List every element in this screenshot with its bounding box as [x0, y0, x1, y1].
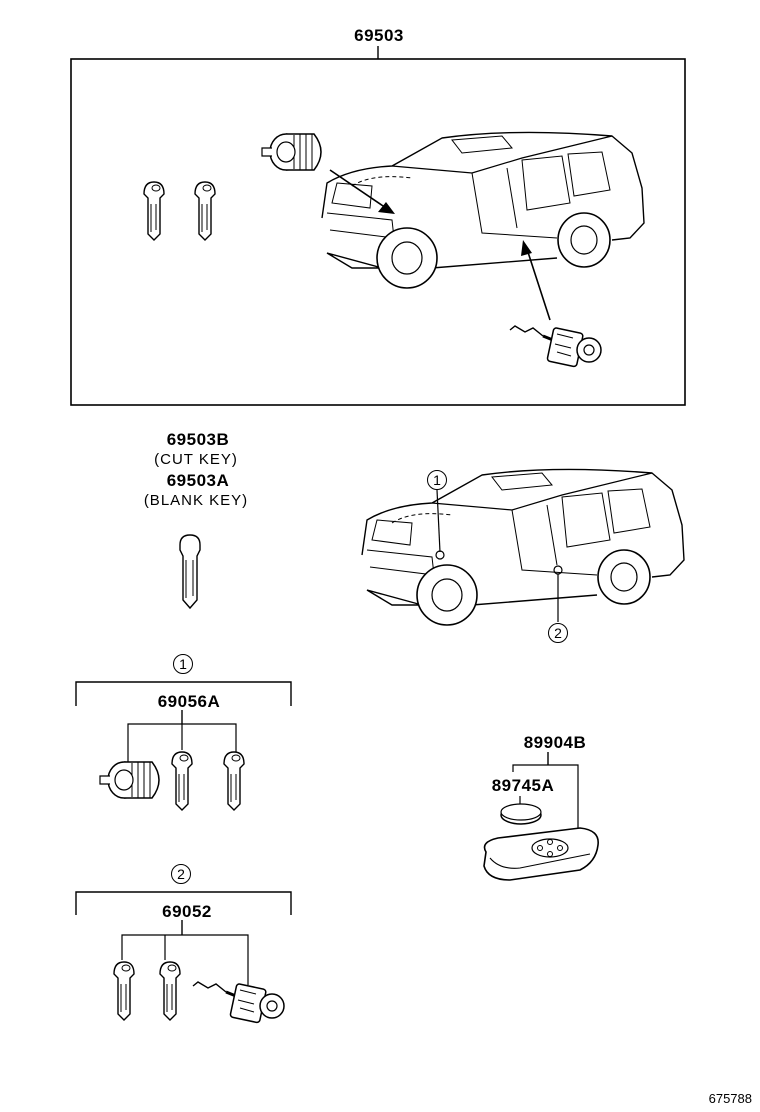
ignition-cylinder-icon: [191, 980, 286, 1025]
key-icon: [194, 181, 216, 241]
lock-cylinder-icon: [261, 133, 322, 171]
key-icon: [113, 961, 135, 1021]
part-number-89904B: 89904B: [523, 733, 587, 752]
battery-icon: [500, 803, 542, 825]
part-number-69056A: 69056A: [157, 692, 221, 711]
callout-2: 2: [548, 623, 568, 643]
suv-illustration: [321, 131, 645, 289]
smart-key-fob-icon: [483, 827, 599, 881]
part-number-69052: 69052: [162, 902, 212, 921]
suv-illustration: [361, 468, 685, 626]
callout-1: 1: [427, 470, 447, 490]
callout-2: 2: [171, 864, 191, 884]
arrow-icon: [521, 240, 551, 321]
key-icon: [159, 961, 181, 1021]
arrow-icon: [329, 169, 395, 214]
key-icon: [223, 751, 245, 811]
assembly-box: [70, 58, 686, 406]
key-icon: [171, 751, 193, 811]
blank-key-note: (BLANK KEY): [143, 492, 249, 509]
part-number-69503B: 69503B: [166, 430, 230, 449]
key-icon: [179, 534, 201, 610]
ignition-cylinder-icon: [508, 324, 603, 369]
part-number-69503: 69503: [354, 26, 404, 45]
part-number-69503A: 69503A: [166, 471, 230, 490]
lock-cylinder-icon: [99, 761, 160, 799]
callout-1: 1: [173, 654, 193, 674]
part-number-89745A: 89745A: [491, 776, 555, 795]
key-icon: [143, 181, 165, 241]
cut-key-note: (CUT KEY): [154, 451, 238, 468]
diagram-id: 675788: [708, 1091, 752, 1106]
